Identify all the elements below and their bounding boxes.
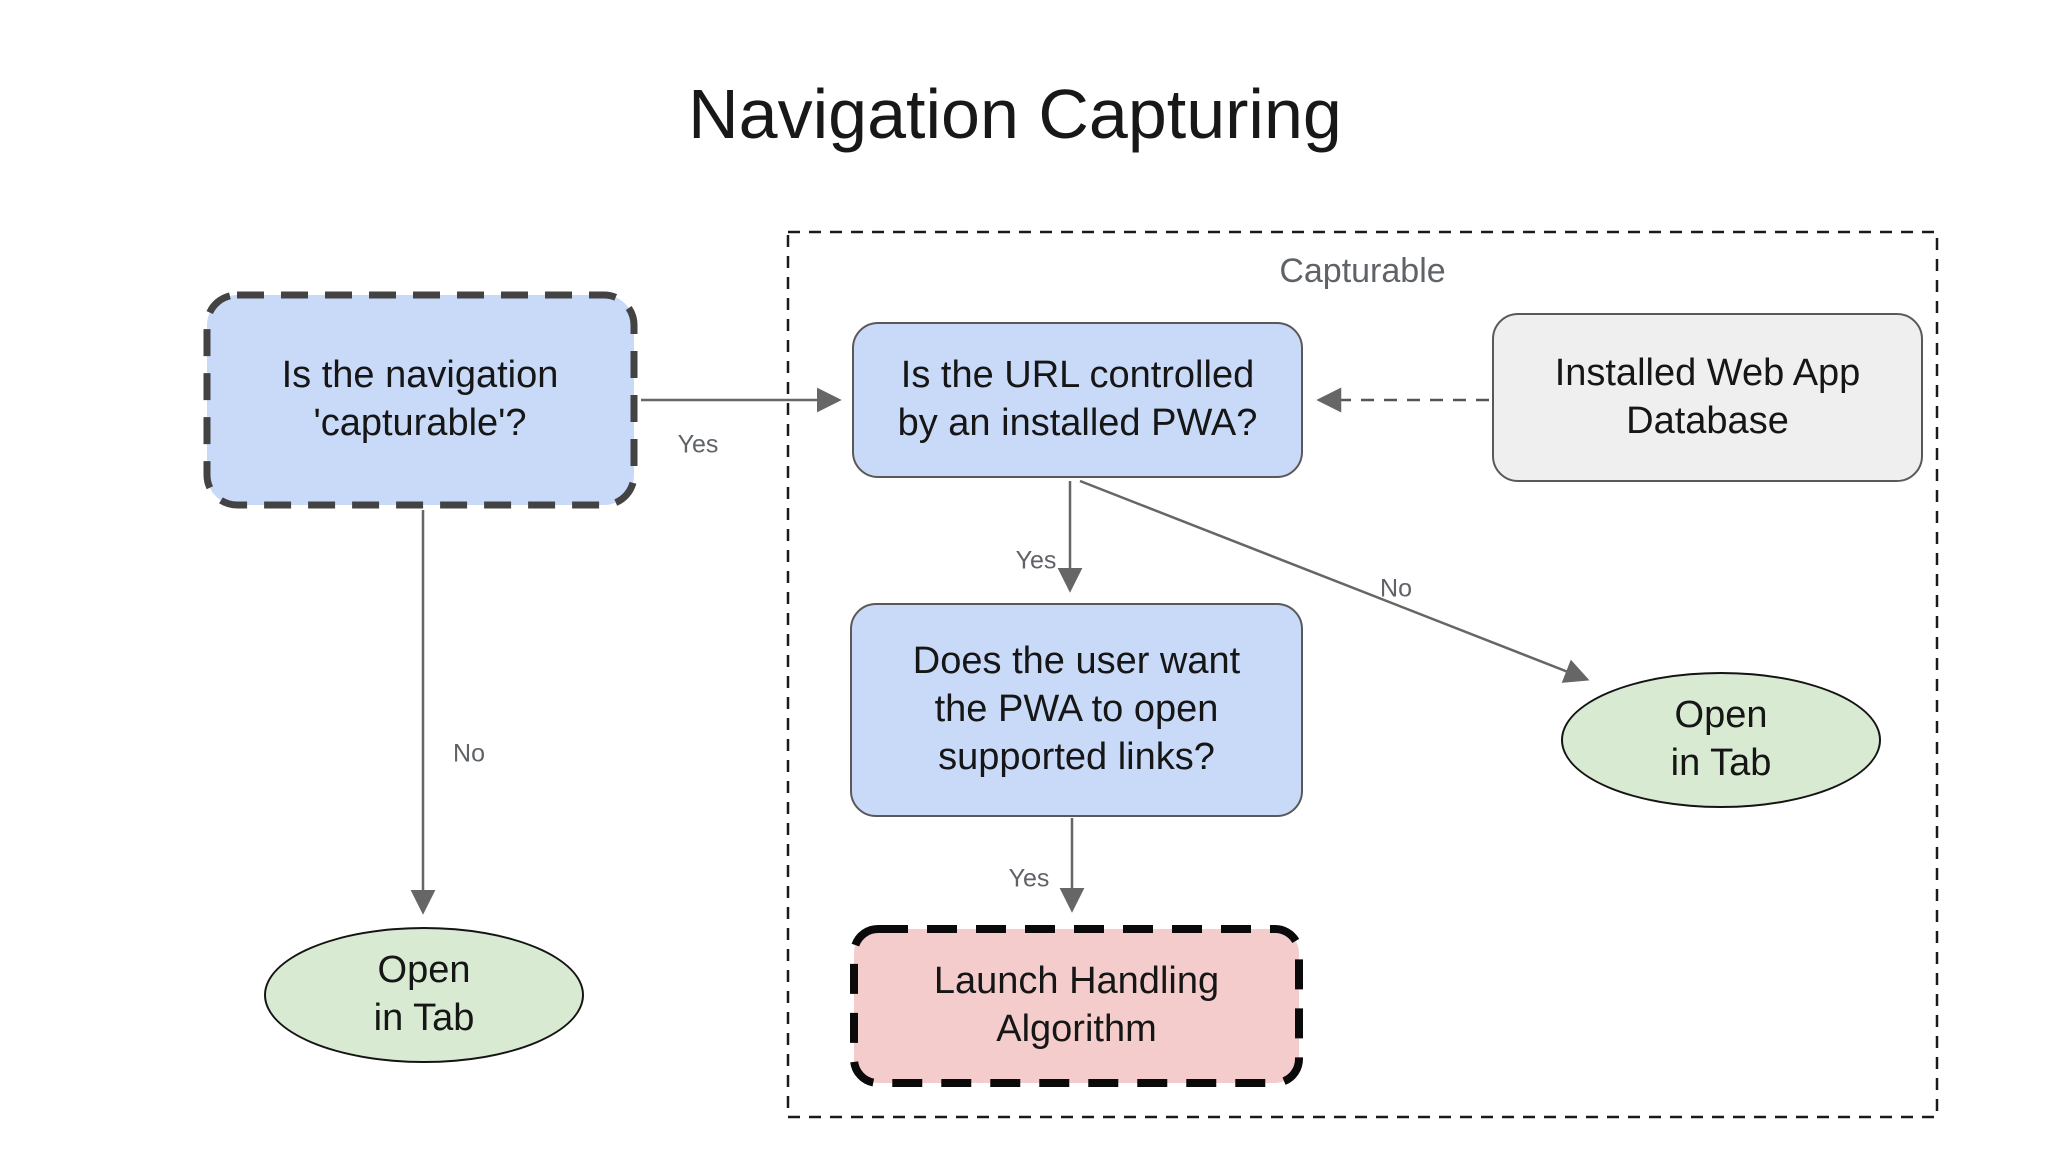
- node-open-in-tab-left: Open in Tab: [264, 927, 584, 1063]
- edge-label-capturable-yes: Yes: [677, 430, 719, 459]
- node-installed-web-app-database: Installed Web App Database: [1492, 313, 1923, 482]
- node-does-user-want-pwa-links: Does the user want the PWA to open suppo…: [850, 603, 1303, 817]
- node-launch-handling-algorithm-text: Launch Handling Algorithm: [933, 960, 1220, 1050]
- page-title: Navigation Capturing: [688, 75, 1342, 153]
- node-open-in-tab-right-text: Open in Tab: [1670, 694, 1772, 784]
- node-open-in-tab-right: Open in Tab: [1561, 672, 1881, 808]
- arrow-url-no: [1079, 479, 1590, 683]
- edge-label-user-yes: Yes: [1008, 864, 1050, 893]
- edge-label-url-yes: Yes: [1015, 546, 1057, 575]
- node-is-navigation-capturable: Is the navigation 'capturable'?: [203, 291, 637, 508]
- node-launch-handling-algorithm: Launch Handling Algorithm: [850, 925, 1303, 1087]
- node-installed-web-app-database-text: Installed Web App Database: [1554, 351, 1861, 442]
- node-is-url-controlled-by-pwa: Is the URL controlled by an installed PW…: [852, 322, 1303, 478]
- capturable-group-label: Capturable: [1279, 252, 1446, 290]
- edge-label-url-no: No: [1380, 574, 1412, 603]
- capturable-question-shape: [203, 291, 638, 509]
- capturable-group-border: [786, 230, 1939, 1119]
- edge-label-capturable-no: No: [453, 739, 485, 768]
- node-does-user-want-pwa-links-text: Does the user want the PWA to open suppo…: [912, 640, 1241, 778]
- node-is-navigation-capturable-text: Is the navigation 'capturable'?: [281, 353, 559, 444]
- launch-handling-shape: [850, 925, 1303, 1087]
- node-open-in-tab-left-text: Open in Tab: [373, 949, 475, 1039]
- node-is-url-controlled-by-pwa-text: Is the URL controlled by an installed PW…: [897, 354, 1258, 444]
